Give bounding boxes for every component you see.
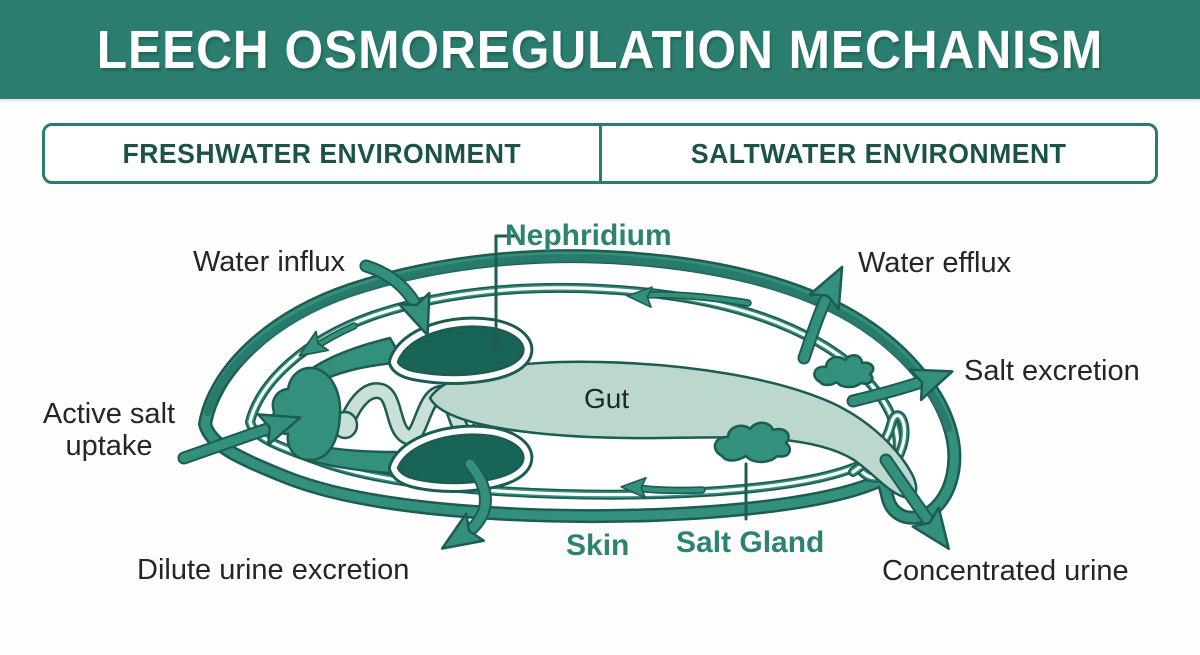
salt-excretion-arrow <box>846 368 954 408</box>
page-title: LEECH OSMOREGULATION MECHANISM <box>96 19 1104 80</box>
water-efflux-arrow <box>797 265 844 365</box>
label-concentrated-urine: Concentrated urine <box>882 555 1129 587</box>
label-salt-excretion: Salt excretion <box>964 355 1140 387</box>
anterior-sucker <box>271 366 342 462</box>
saltwater-environment-label: SALTWATER ENVIRONMENT <box>690 137 1066 169</box>
label-skin: Skin <box>566 529 630 562</box>
label-water-influx: Water influx <box>193 246 346 278</box>
nephridium-leader-line <box>494 234 519 351</box>
freshwater-environment-label: FRESHWATER ENVIRONMENT <box>122 137 522 169</box>
canal-flow-arrow-head-end <box>298 322 358 357</box>
label-dilute-urine-excretion: Dilute urine excretion <box>137 554 410 586</box>
label-nephridium: Nephridium <box>505 219 672 252</box>
dilute-urine-arrow <box>440 457 492 550</box>
salt-gland-upper-shape <box>813 354 875 389</box>
canal-flow-arrow-top <box>626 286 752 308</box>
label-gut: Gut <box>584 383 630 414</box>
water-influx-arrow <box>359 259 431 337</box>
concentrated-urine-arrow <box>879 453 950 550</box>
saltwater-environment-box: SALTWATER ENVIRONMENT <box>598 126 1156 181</box>
active-salt-uptake-arrow <box>177 413 302 465</box>
nephridium-top <box>388 316 534 385</box>
gut-shape <box>428 360 918 499</box>
header: LEECH OSMOREGULATION MECHANISM <box>0 0 1200 99</box>
salt-gland-shape <box>713 421 792 464</box>
label-salt-gland: Salt Gland <box>676 526 825 559</box>
environment-banner: FRESHWATER ENVIRONMENT SALTWATER ENVIRON… <box>42 123 1158 184</box>
label-active-salt-uptake: Active salt uptake <box>42 398 176 462</box>
nephridium-bottom <box>388 424 534 493</box>
label-water-efflux: Water efflux <box>858 247 1012 279</box>
canal-flow-arrow-bottom <box>620 476 706 499</box>
freshwater-environment-box: FRESHWATER ENVIRONMENT <box>45 126 599 181</box>
